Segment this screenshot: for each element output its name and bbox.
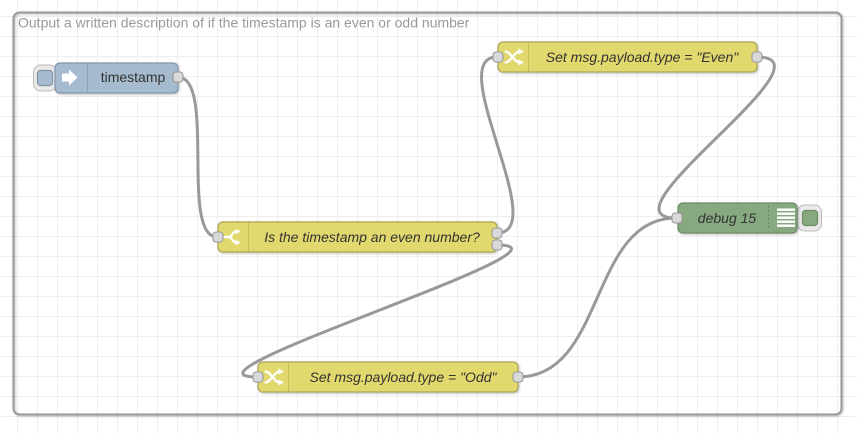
inject-output-port[interactable] xyxy=(172,71,184,83)
wire-inject-to-switch[interactable] xyxy=(176,75,219,239)
change-odd-input-port[interactable] xyxy=(252,371,264,383)
node-debug-15[interactable]: debug 15 xyxy=(671,202,822,234)
change-even-node-label: Set msg.payload.type = "Even" xyxy=(546,49,739,65)
switch-output-port-2[interactable] xyxy=(491,239,503,251)
switch-input-port[interactable] xyxy=(212,231,224,243)
group-label: Output a written description of if the t… xyxy=(18,15,470,31)
shuffle-swap-icon xyxy=(504,48,524,66)
switch-node-label: Is the timestamp an even number? xyxy=(264,229,480,245)
debug-input-port[interactable] xyxy=(671,212,683,224)
wire-switch-to-change-even[interactable] xyxy=(480,55,515,235)
change-even-output-port[interactable] xyxy=(751,51,763,63)
debug-node-label: debug 15 xyxy=(698,210,757,226)
group-border[interactable] xyxy=(12,11,843,416)
inject-run-button-face[interactable] xyxy=(36,69,54,87)
output-lines-icon xyxy=(777,208,795,227)
switch-output-port-1[interactable] xyxy=(491,227,503,239)
change-even-input-port[interactable] xyxy=(492,51,504,63)
wire-change-odd-to-debug[interactable] xyxy=(516,216,678,379)
wires-layer xyxy=(176,55,776,379)
change-odd-output-port[interactable] xyxy=(512,371,524,383)
wire-change-even-to-debug[interactable] xyxy=(657,55,776,220)
shuffle-swap-icon xyxy=(264,368,284,386)
node-change-odd[interactable]: Set msg.payload.type = "Odd" xyxy=(252,361,524,393)
wire-switch-to-change-odd[interactable] xyxy=(241,243,513,379)
debug-toggle-button-face[interactable] xyxy=(801,209,819,227)
arrow-right-icon xyxy=(62,69,78,86)
change-odd-node-label: Set msg.payload.type = "Odd" xyxy=(310,369,498,385)
flow-group[interactable]: Output a written description of if the t… xyxy=(12,11,843,416)
inject-node-label: timestamp xyxy=(101,69,166,85)
fork-branch-icon xyxy=(223,228,241,246)
node-change-even[interactable]: Set msg.payload.type = "Even" xyxy=(492,41,763,73)
node-inject-timestamp[interactable]: timestamp xyxy=(33,62,184,94)
node-switch-even-check[interactable]: Is the timestamp an even number? xyxy=(212,221,503,253)
